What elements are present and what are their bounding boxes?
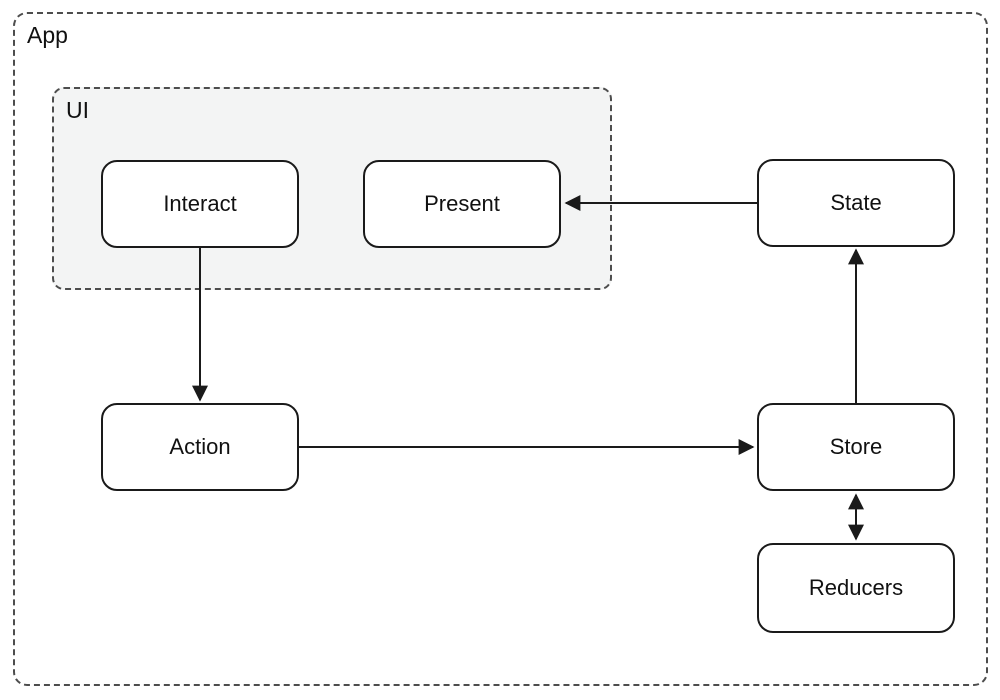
ui-label: UI xyxy=(66,97,89,123)
node-store: Store xyxy=(757,403,955,491)
node-store-label: Store xyxy=(829,434,883,459)
node-reducers-label: Reducers xyxy=(808,575,904,600)
app-label: App xyxy=(27,22,68,48)
node-action-label: Action xyxy=(169,434,231,459)
node-present: Present xyxy=(363,160,561,248)
node-state-label: State xyxy=(830,190,882,215)
node-reducers: Reducers xyxy=(757,543,955,633)
node-present-label: Present xyxy=(424,191,500,216)
node-interact: Interact xyxy=(101,160,299,248)
node-interact-label: Interact xyxy=(163,191,237,216)
node-state: State xyxy=(757,159,955,247)
node-action: Action xyxy=(101,403,299,491)
